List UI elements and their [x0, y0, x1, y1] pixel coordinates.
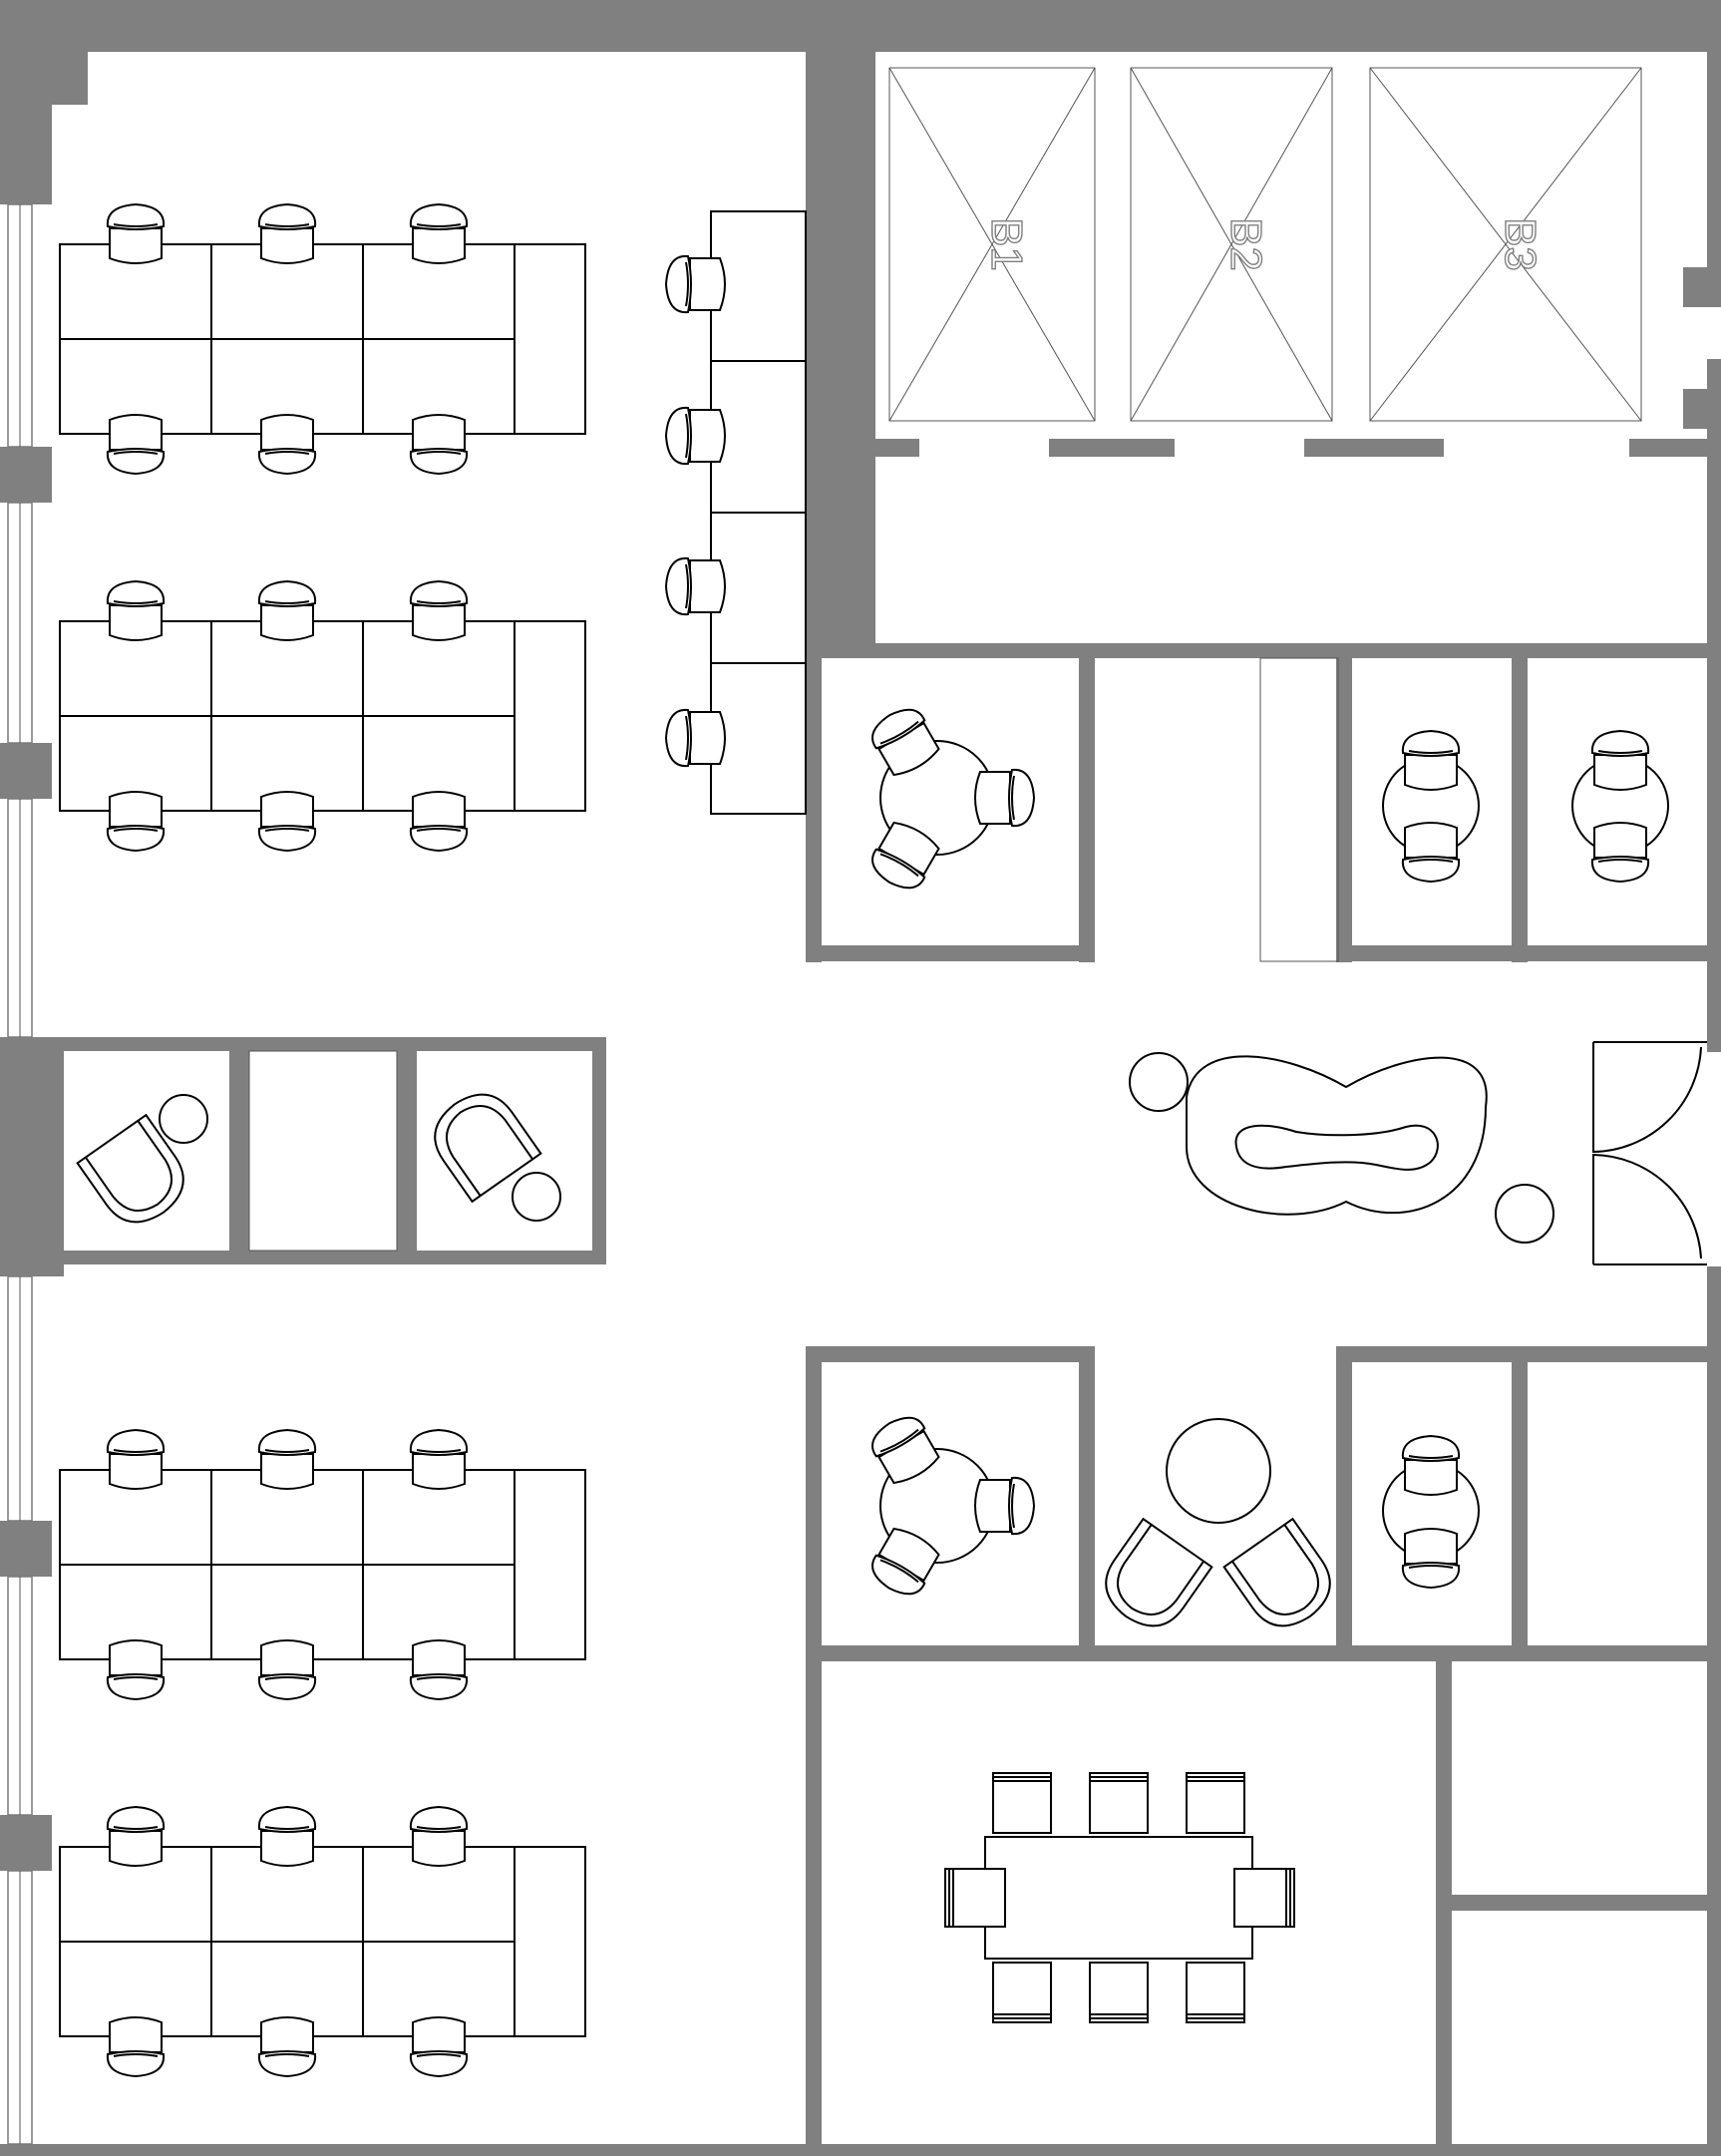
office-chair — [871, 1416, 940, 1485]
conference-chair — [1186, 1772, 1245, 1834]
office-chair — [871, 708, 940, 777]
booth-b2-label: B2 — [1221, 217, 1270, 271]
office-chair — [257, 414, 317, 476]
conference-chair — [1233, 1868, 1295, 1928]
booth-b3: B3 — [1369, 67, 1642, 422]
conference-table — [984, 1836, 1253, 1960]
office-chair — [974, 768, 1036, 828]
desk-cluster — [59, 620, 586, 812]
office-chair — [409, 202, 469, 264]
office-chair — [871, 821, 940, 890]
office-chair — [257, 2016, 317, 2078]
chairs — [76, 202, 1650, 2078]
desk-clusters — [59, 243, 586, 2037]
office-chair — [1590, 729, 1650, 791]
office-chair — [664, 556, 726, 616]
office-chair — [974, 1476, 1036, 1536]
office-chair — [106, 1428, 166, 1490]
conference-chair — [1089, 1962, 1149, 2023]
desk-cluster — [59, 243, 586, 435]
lounge-chair — [76, 1113, 184, 1224]
conference-chair — [1186, 1962, 1245, 2023]
booth-b3-label: B3 — [1496, 217, 1545, 271]
office-chair — [106, 1805, 166, 1867]
office-chair — [106, 579, 166, 641]
phone-booth-left-b — [512, 1172, 561, 1222]
side-table — [1495, 1184, 1554, 1244]
office-chair — [409, 579, 469, 641]
elevator-booths: B1 B2 B3 — [888, 67, 1642, 422]
office-chair — [1401, 729, 1461, 791]
office-chair — [409, 1805, 469, 1867]
side-table — [1129, 1052, 1189, 1112]
wall-counter — [710, 210, 807, 815]
left-windows — [7, 203, 33, 2145]
entrance-double-door[interactable] — [1592, 1041, 1707, 1265]
conference-chair — [1089, 1772, 1149, 1834]
office-chair — [257, 1428, 317, 1490]
office-chair — [409, 1639, 469, 1701]
office-chair — [409, 791, 469, 853]
office-chair — [1401, 822, 1461, 884]
office-chair — [257, 791, 317, 853]
office-chair — [871, 1527, 940, 1596]
conference-room — [984, 1836, 1253, 1960]
office-chair — [1590, 822, 1650, 884]
office-chair — [409, 2016, 469, 2078]
conference-chair — [944, 1868, 1006, 1928]
corridor-panel-upper — [1259, 657, 1339, 962]
lounge-area — [1129, 1041, 1707, 1265]
booth-b1: B1 — [888, 67, 1096, 422]
office-chair — [257, 202, 317, 264]
office-chair — [409, 1428, 469, 1490]
office-chair — [1401, 1434, 1461, 1496]
desk-cluster — [59, 1469, 586, 1660]
conference-chair — [992, 1772, 1052, 1834]
office-chair — [257, 1639, 317, 1701]
office-chair — [106, 202, 166, 264]
lounge-chair — [1222, 1517, 1331, 1627]
office-chair — [664, 406, 726, 466]
office-chair — [106, 2016, 166, 2078]
phone-booth-left-a — [159, 1094, 208, 1144]
office-chair — [409, 414, 469, 476]
booth-b1-label: B1 — [982, 217, 1031, 271]
office-chair — [257, 579, 317, 641]
desk-cluster — [59, 1846, 586, 2037]
lounge-chair — [1105, 1517, 1213, 1627]
office-chair — [257, 1805, 317, 1867]
office-chair — [664, 708, 726, 768]
booth-corridor-panel — [248, 1050, 398, 1252]
office-chair — [106, 414, 166, 476]
conference-chair — [992, 1962, 1052, 2023]
office-chair — [106, 1639, 166, 1701]
office-chair — [106, 791, 166, 853]
booth-b2: B2 — [1130, 67, 1333, 422]
office-chair — [1401, 1528, 1461, 1590]
lounge-chair — [434, 1093, 542, 1204]
lounge-nook-lower — [1166, 1418, 1271, 1524]
office-chair — [664, 254, 726, 314]
